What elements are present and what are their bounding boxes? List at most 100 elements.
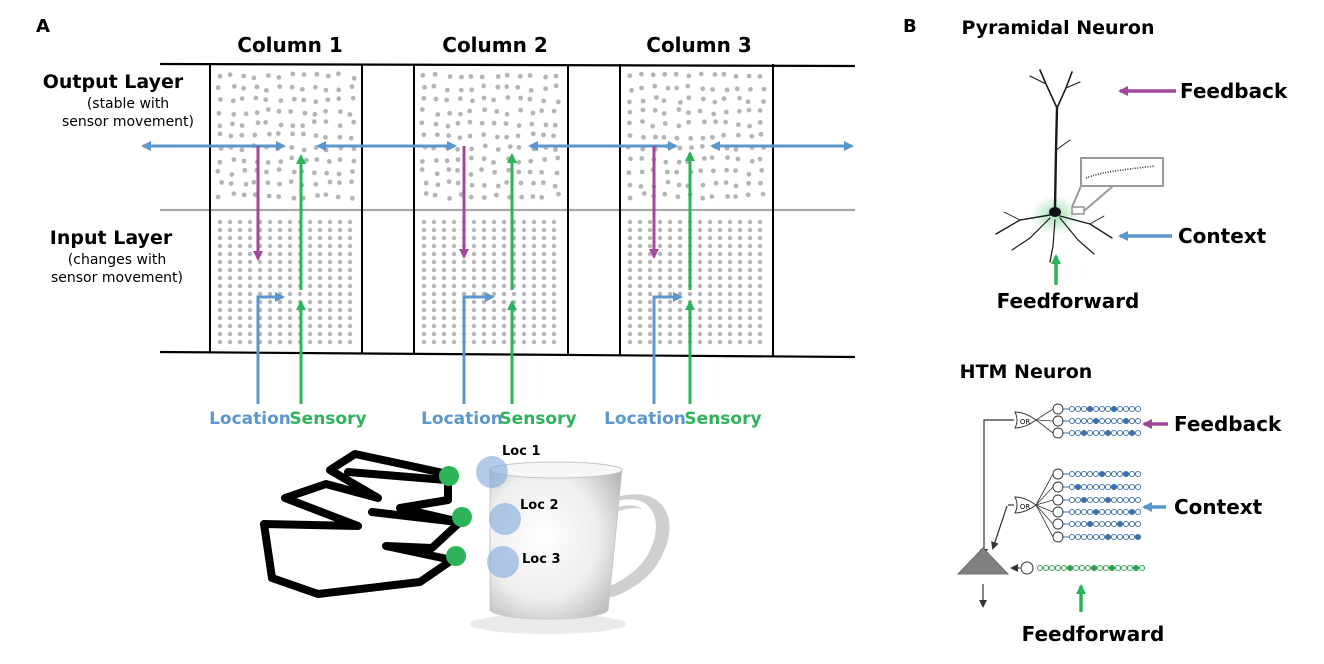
input-neuron-dot <box>501 331 507 337</box>
output-neuron-dot <box>481 132 486 138</box>
input-neuron-dot <box>471 235 477 241</box>
input-neuron-dot <box>247 219 253 225</box>
input-neuron-dot <box>707 307 713 313</box>
htm-soma <box>956 547 1010 575</box>
input-neuron-dot <box>717 227 723 233</box>
input-neuron-dot <box>227 227 233 233</box>
output-neuron-dot <box>422 85 427 90</box>
synapse <box>1104 470 1112 478</box>
input-neuron-dot <box>247 299 253 305</box>
synapse <box>1116 417 1124 425</box>
output-neuron-dot <box>639 156 645 161</box>
output-neuron-dot <box>301 147 307 153</box>
input-neuron-dot <box>347 283 353 289</box>
input-neuron-dot <box>697 259 703 265</box>
output-neuron-dot <box>455 120 461 126</box>
input-neuron-dot <box>501 267 507 273</box>
input-neuron-dot <box>347 227 353 233</box>
fingertip-1 <box>439 466 459 486</box>
input-neuron-dot <box>217 307 223 313</box>
input-neuron-dot <box>327 235 333 241</box>
input-neuron-dot <box>717 275 723 281</box>
input-neuron-dot <box>227 267 233 273</box>
input-neuron-dot <box>707 291 713 297</box>
output-neuron-dot <box>676 107 682 112</box>
input-neuron-dot <box>347 315 353 321</box>
column-3-location-label: Location <box>604 409 686 429</box>
input-neuron-dot <box>227 243 233 249</box>
synapse <box>1098 429 1106 437</box>
input-neuron-dot <box>237 331 243 337</box>
input-neuron-dot <box>727 291 733 297</box>
input-neuron-dot <box>521 339 527 345</box>
output-neuron-dot <box>495 74 501 79</box>
threshold-unit <box>1052 506 1064 518</box>
output-neuron-dot <box>725 194 731 199</box>
input-neuron-dot <box>317 331 323 337</box>
input-neuron-dot <box>757 227 763 233</box>
output-neuron-dot <box>217 123 223 129</box>
input-neuron-dot <box>471 291 477 297</box>
input-neuron-dot <box>227 299 233 305</box>
output-neuron-dot <box>686 95 692 101</box>
input-neuron-dot <box>697 275 703 281</box>
input-neuron-dot <box>227 259 233 265</box>
output-neuron-dot <box>541 180 546 186</box>
input-neuron-dot <box>451 307 457 313</box>
output-neuron-dot <box>759 168 765 173</box>
input-neuron-dot <box>707 315 713 321</box>
input-neuron-dot <box>551 291 557 297</box>
output-neuron-dot <box>231 157 237 163</box>
output-neuron-dot <box>662 71 668 77</box>
input-neuron-dot <box>441 251 447 257</box>
input-neuron-dot <box>727 307 733 313</box>
input-neuron-dot <box>247 243 253 249</box>
input-neuron-dot <box>531 243 537 249</box>
output-neuron-dot <box>541 98 547 104</box>
output-neuron-dot <box>515 133 521 139</box>
output-neuron-dot <box>229 172 235 177</box>
input-neuron-dot <box>217 243 223 249</box>
input-neuron-dot <box>277 275 283 281</box>
input-neuron-dot <box>441 315 447 321</box>
output-neuron-dot <box>721 71 727 77</box>
input-neuron-dot <box>717 219 723 225</box>
synapse <box>1128 483 1136 491</box>
output-neuron-dot <box>276 108 282 114</box>
input-neuron-dot <box>277 235 283 241</box>
output-neuron-dot <box>311 119 317 125</box>
output-neuron-dot <box>700 182 706 188</box>
output-neuron-dot <box>251 75 257 81</box>
input-neuron-dot <box>737 235 743 241</box>
input-neuron-dot <box>297 291 303 297</box>
fingertip-2 <box>452 507 472 527</box>
synapse <box>1104 417 1112 425</box>
input-neuron-dot <box>307 283 313 289</box>
input-neuron-dot <box>421 267 427 273</box>
input-neuron-dot <box>287 259 293 265</box>
output-neuron-dot <box>455 147 460 152</box>
input-neuron-dot <box>227 251 233 257</box>
input-neuron-dot <box>327 243 333 249</box>
input-neuron-dot <box>551 339 557 345</box>
input-neuron-dot <box>677 307 683 313</box>
input-neuron-dot <box>491 299 497 305</box>
input-neuron-dot <box>217 251 223 257</box>
input-neuron-dot <box>667 299 673 305</box>
output-neuron-dot <box>351 119 357 125</box>
input-neuron-dot <box>697 227 703 233</box>
output-neuron-dot <box>661 111 667 116</box>
output-neuron-dot <box>543 122 549 128</box>
input-neuron-dot <box>747 251 753 257</box>
input-neuron-dot <box>227 331 233 337</box>
synapse <box>1074 405 1082 413</box>
input-neuron-dot <box>481 339 487 345</box>
input-neuron-dot <box>267 227 273 233</box>
input-neuron-dot <box>267 291 273 297</box>
input-neuron-dot <box>237 235 243 241</box>
panel-b: B Pyramidal Neuron F <box>903 16 1288 646</box>
input-neuron-dot <box>677 299 683 305</box>
input-neuron-dot <box>237 227 243 233</box>
synapse <box>1110 508 1118 516</box>
input-neuron-dot <box>627 339 633 345</box>
